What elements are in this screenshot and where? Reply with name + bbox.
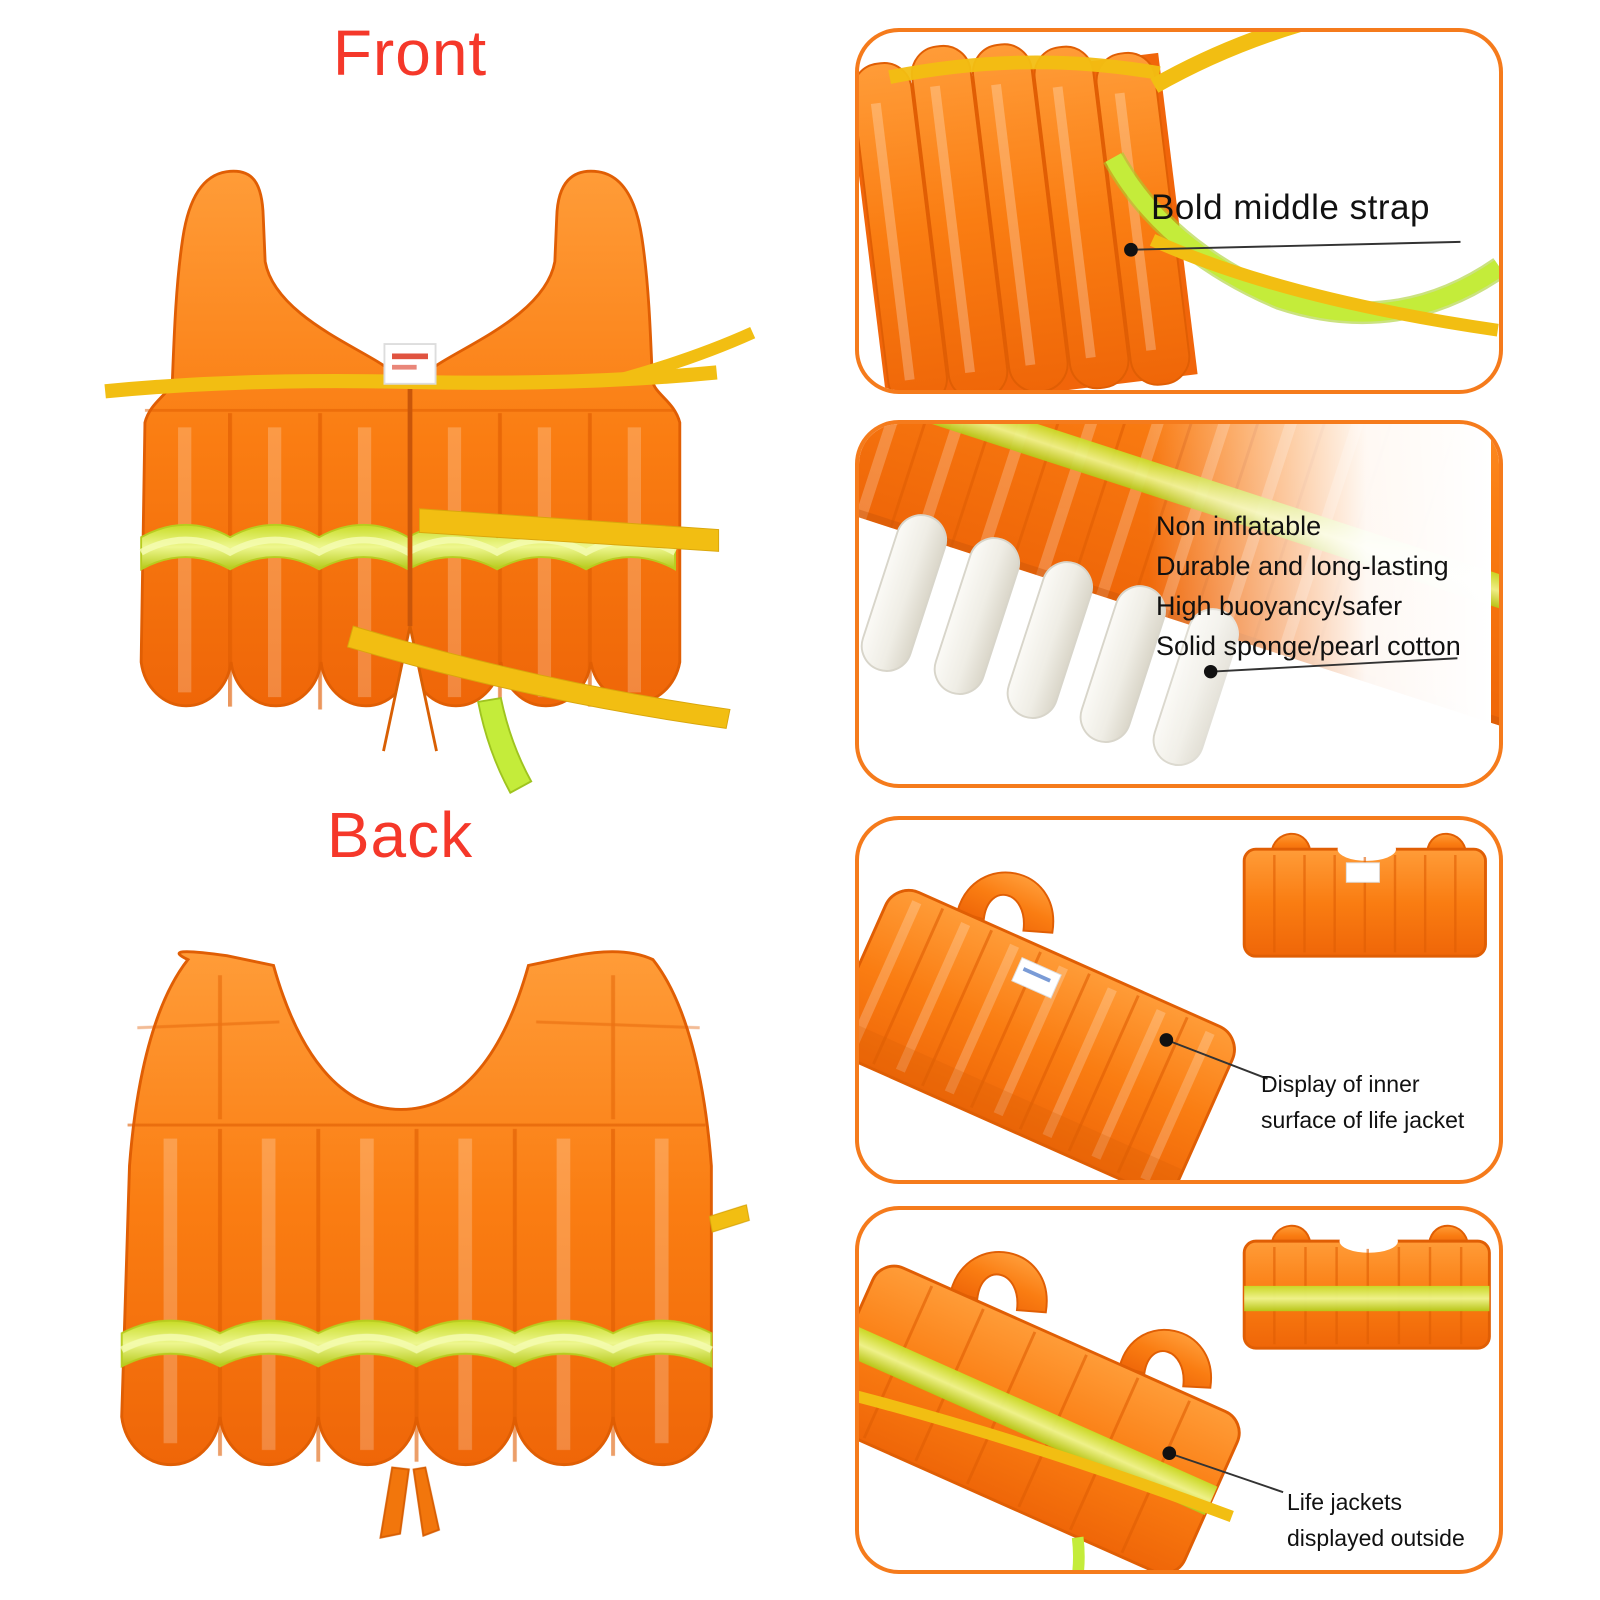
- panel-outside-display: Life jackets displayed outside: [855, 1206, 1503, 1574]
- vest-flat-small: [1242, 832, 1487, 958]
- strap-caption: Bold middle strap: [1151, 188, 1430, 227]
- foam-caption-line: High buoyancy/safer: [1156, 591, 1403, 621]
- panel-foam: Non inflatable Durable and long-lasting …: [855, 420, 1503, 788]
- yellow-strap-top: [888, 55, 1161, 84]
- foam-caption: Non inflatable Durable and long-lasting …: [1156, 506, 1461, 666]
- outer-caption-line: Life jackets: [1287, 1489, 1403, 1515]
- strap-closeup-image: [859, 32, 1499, 390]
- green-strap: [1105, 153, 1499, 322]
- inner-caption: Display of inner surface of life jacket: [1261, 1066, 1464, 1138]
- back-reflective-stripe: [120, 1319, 713, 1368]
- white-fade-overlay: [867, 424, 1491, 784]
- inner-caption-line: surface of life jacket: [1261, 1107, 1465, 1133]
- callout-line: [1210, 657, 1458, 673]
- back-vest-image: [120, 950, 750, 1539]
- back-bottom-ties: [379, 1466, 441, 1539]
- callout-dot: [1159, 1033, 1174, 1047]
- front-view: Front: [50, 18, 770, 808]
- outer-caption-line: displayed outside: [1287, 1525, 1465, 1551]
- foam-caption-line: Durable and long-lasting: [1156, 551, 1449, 581]
- foam-caption-line: Non inflatable: [1156, 511, 1322, 541]
- yellow-strap-lower: [1149, 234, 1499, 337]
- callout-line: [1130, 240, 1461, 251]
- foam-closeup-image: [859, 424, 1499, 784]
- back-label: Back: [326, 799, 474, 871]
- callout-line: [1168, 1452, 1284, 1494]
- panel-middle-strap: Bold middle strap: [855, 28, 1503, 394]
- front-vest-image: [104, 169, 756, 795]
- front-green-strap: [477, 696, 533, 795]
- callout-dot: [1203, 664, 1218, 679]
- callout-dot: [1162, 1446, 1177, 1461]
- inner-surface-image: [859, 832, 1487, 1180]
- foam-caption-line: Solid sponge/pearl cotton: [1156, 631, 1461, 661]
- front-tube-highlights: [178, 427, 641, 698]
- callout-line: [1166, 1038, 1268, 1080]
- outer-caption: Life jackets displayed outside: [1287, 1484, 1465, 1556]
- back-yellow-tab: [708, 1204, 750, 1233]
- vest-flat-small-striped: [1242, 1224, 1491, 1350]
- inner-caption-line: Display of inner: [1261, 1071, 1420, 1097]
- front-label: Front: [332, 17, 488, 89]
- vest-inner-diagonal: [859, 871, 1236, 1180]
- panel-inner-surface: Display of inner surface of life jacket: [855, 816, 1503, 1184]
- vest-outer-diagonal: [859, 1251, 1241, 1570]
- back-view: Back: [30, 800, 770, 1600]
- outside-display-image: [859, 1224, 1491, 1570]
- front-label-tag: [383, 343, 437, 385]
- callout-dot: [1124, 242, 1138, 257]
- back-tube-seams: [127, 975, 706, 1462]
- vest-tubes-closeup: [859, 43, 1198, 390]
- yellow-strap-upper: [1150, 32, 1302, 93]
- back-tube-highlights: [163, 1138, 669, 1450]
